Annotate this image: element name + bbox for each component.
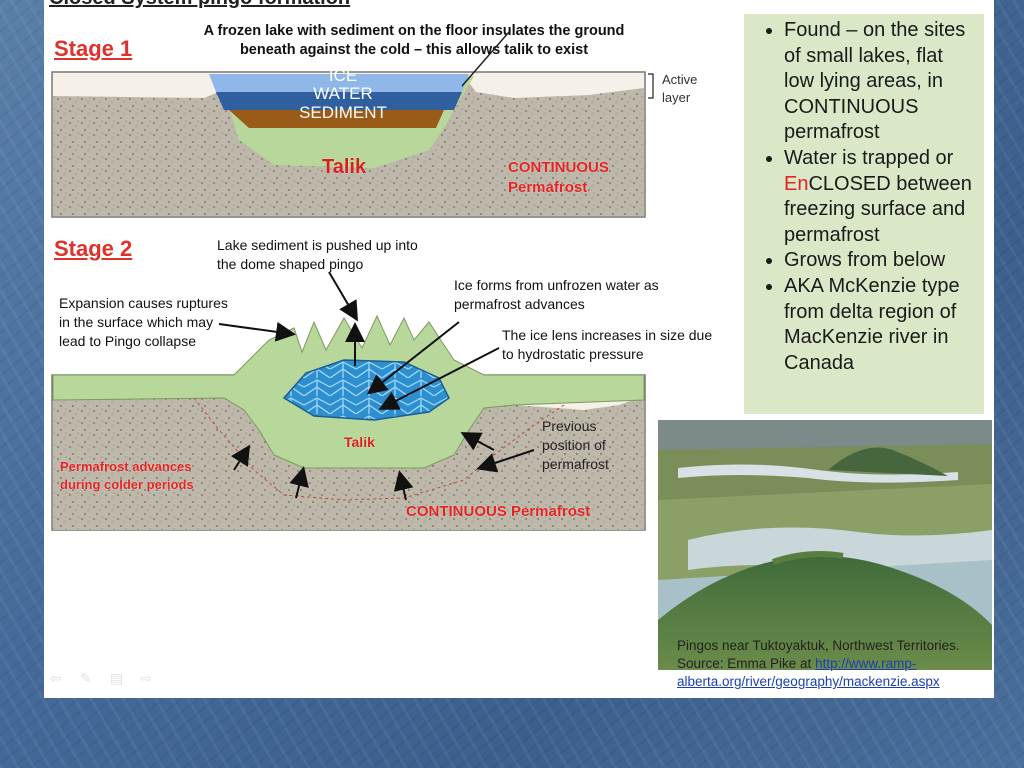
sediment-pushed-note: Lake sediment is pushed up into the dome…: [217, 236, 427, 274]
fact-growth: Grows from below: [784, 248, 976, 274]
pen-icon[interactable]: ✎: [80, 673, 96, 683]
fact-enclosed-text-b: CLOSED between freezing surface and perm…: [784, 173, 972, 246]
photo-caption-title: Pingos near Tuktoyaktuk, Northwest Terri…: [677, 638, 960, 653]
stage1-continuous-line1: CONTINUOUS: [508, 158, 609, 177]
ice-layer-label: ICE: [298, 66, 388, 85]
fact-enclosed: Water is trapped or EnCLOSED between fre…: [784, 146, 976, 248]
fact-aka: AKA McKenzie type from delta region of M…: [784, 274, 976, 376]
menu-icon[interactable]: ▤: [110, 673, 126, 683]
ice-forms-note: Ice forms from unfrozen water as permafr…: [454, 276, 699, 314]
photo-caption-source: Source: Emma Pike at: [677, 656, 815, 671]
water-layer-label: WATER: [288, 84, 398, 103]
pingo-photo: [658, 420, 992, 670]
sediment-layer-label: SEDIMENT: [278, 103, 408, 122]
expansion-note: Expansion causes ruptures in the surface…: [59, 294, 237, 351]
stage2-heading: Stage 2: [54, 236, 132, 262]
slide: Closed System pingo formation Stage 1 A …: [44, 0, 994, 698]
facts-list: Found – on the sites of small lakes, fla…: [744, 14, 984, 376]
previous-position-note: Previous position of permafrost: [542, 417, 630, 474]
active-layer-label: Active layer: [662, 71, 722, 107]
previous-slide-icon[interactable]: ⇦: [50, 673, 66, 683]
stage1-talik-label: Talik: [322, 158, 366, 177]
facts-panel: Found – on the sites of small lakes, fla…: [744, 14, 984, 414]
stage2-talik-label: Talik: [344, 433, 375, 452]
stage2-continuous-label: CONTINUOUS Permafrost: [406, 502, 590, 521]
fact-location: Found – on the sites of small lakes, fla…: [784, 18, 976, 146]
advances-line1: Permafrost advances: [60, 458, 192, 476]
photo-caption: Pingos near Tuktoyaktuk, Northwest Terri…: [677, 637, 994, 691]
advances-line2: during colder periods: [60, 476, 194, 494]
fact-enclosed-highlight: En: [784, 173, 808, 195]
stage1-continuous-line2: Permafrost: [508, 178, 587, 197]
next-slide-icon[interactable]: ⇨: [140, 673, 156, 683]
fact-enclosed-text-a: Water is trapped or: [784, 147, 953, 169]
ice-lens-note: The ice lens increases in size due to hy…: [502, 326, 722, 364]
slideshow-controls: ⇦ ✎ ▤ ⇨: [50, 673, 156, 683]
